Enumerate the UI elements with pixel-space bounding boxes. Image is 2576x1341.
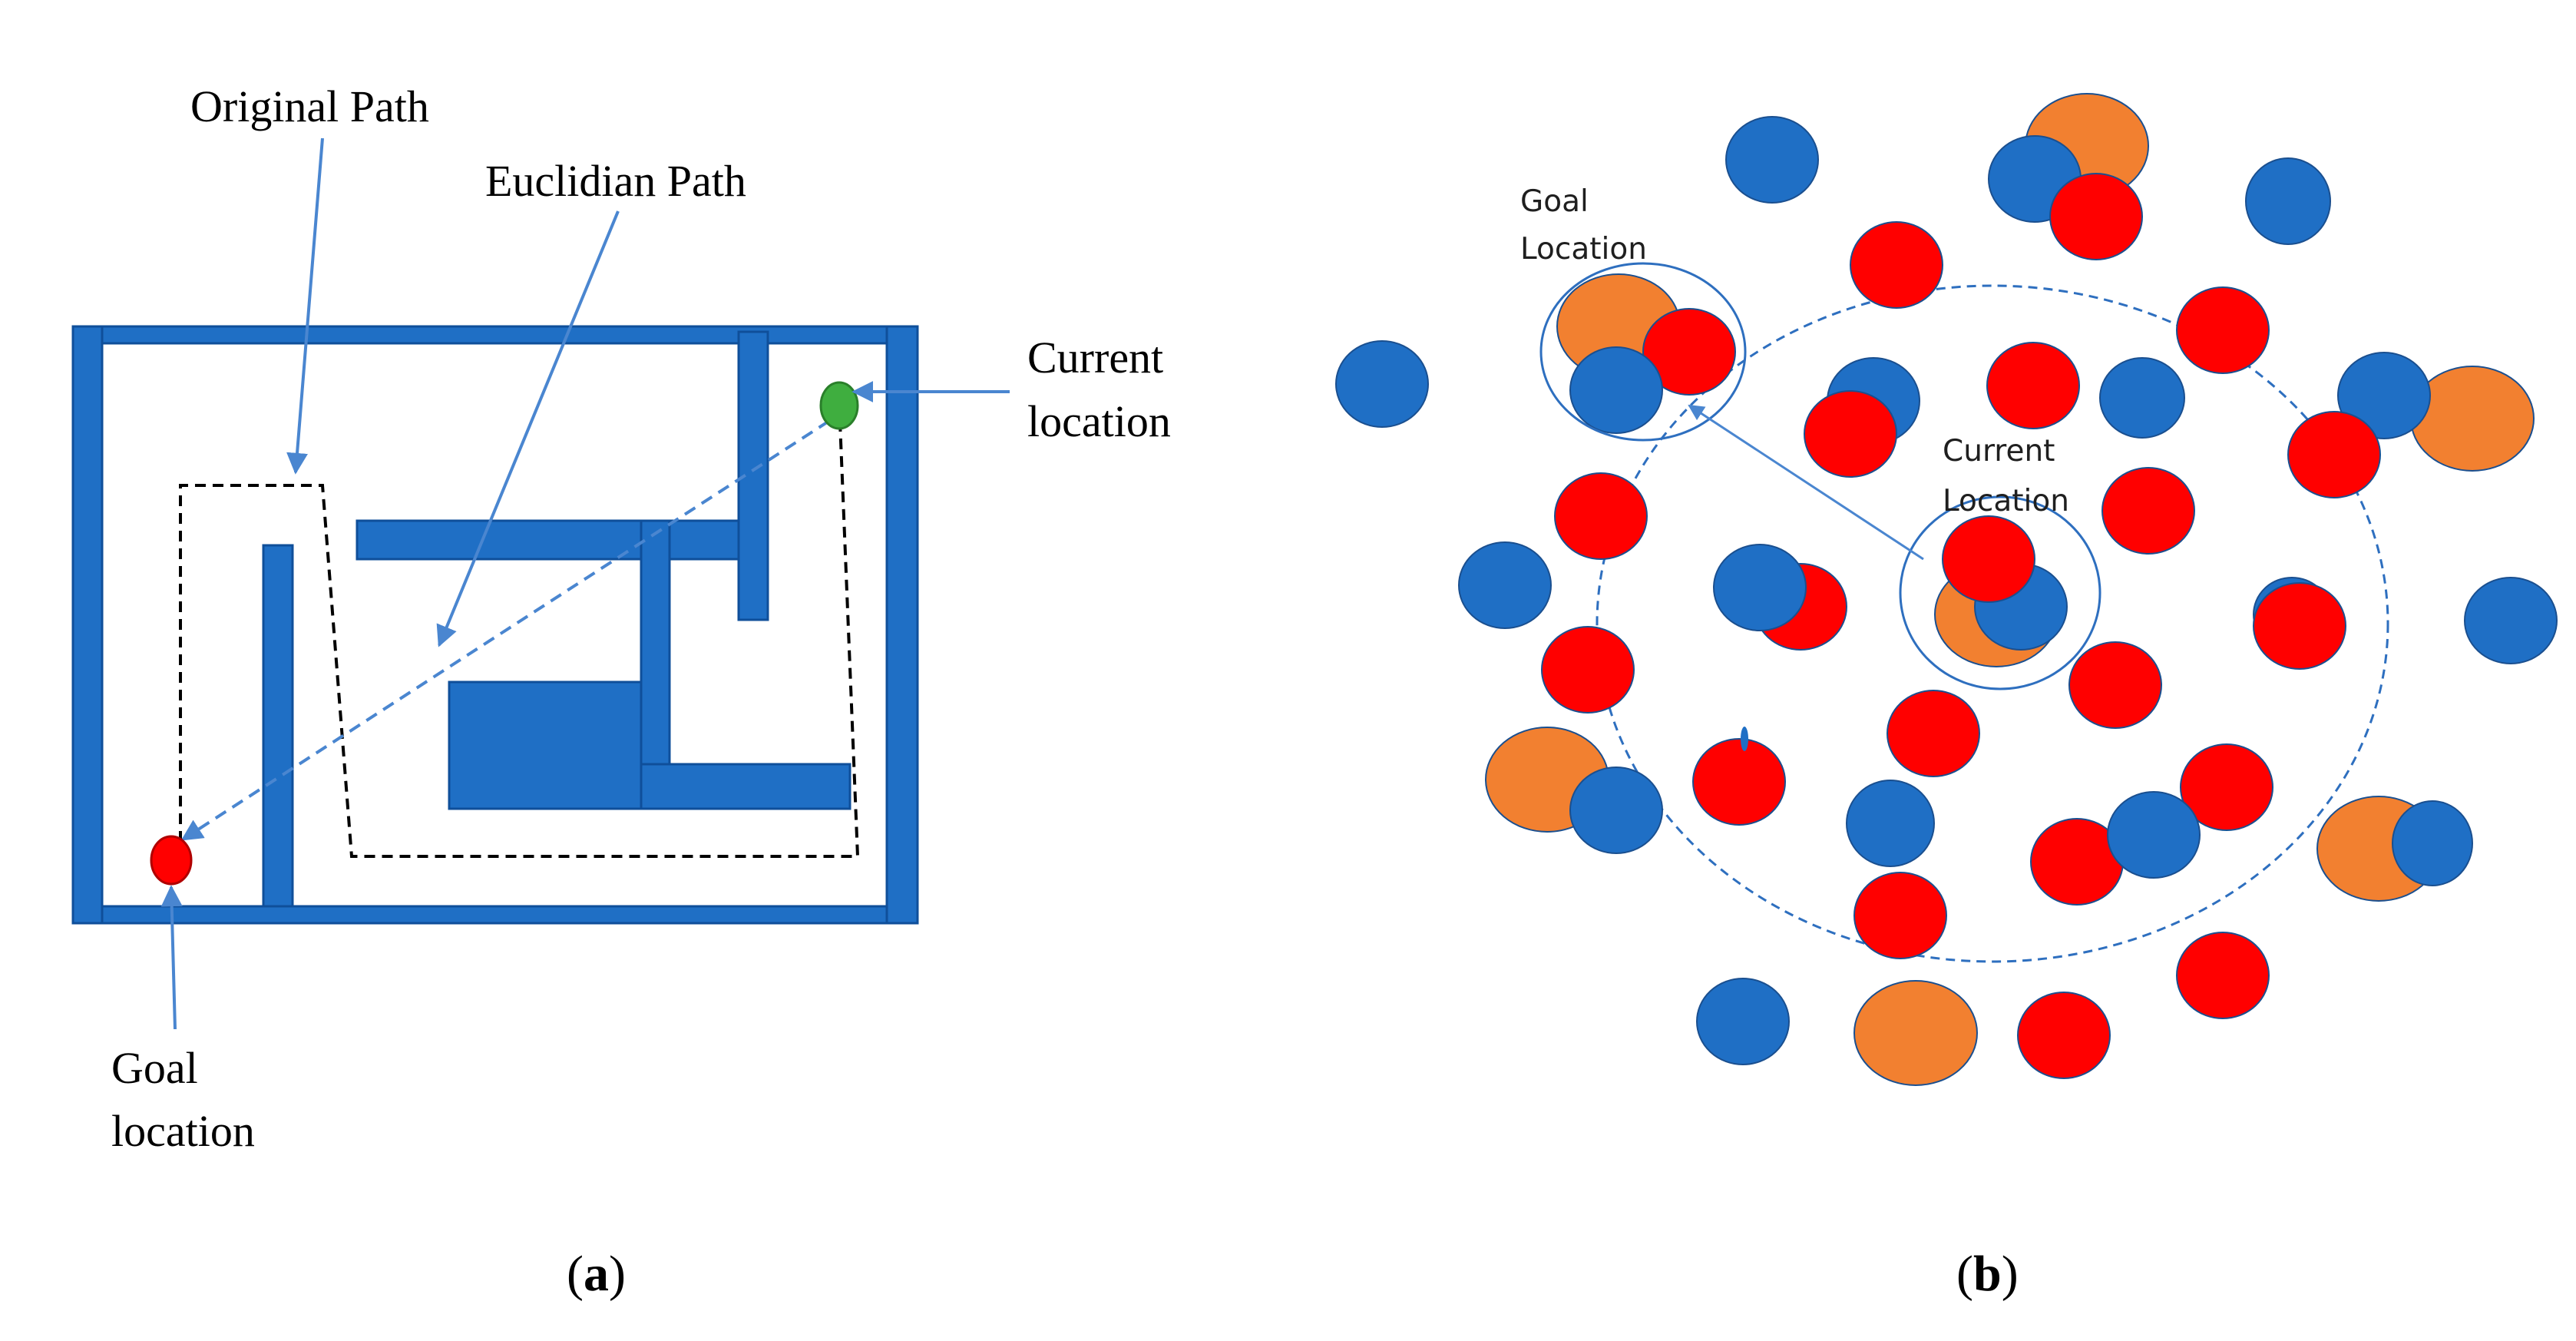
agent-red <box>2049 173 2143 260</box>
goal-location-ring <box>1539 262 1747 442</box>
agent-red <box>1642 308 1736 396</box>
agent-blue <box>1696 978 1790 1065</box>
caption-a-letter: a <box>584 1246 609 1302</box>
current-location-label-line1: Current <box>1943 434 2055 469</box>
agent-blue <box>2337 352 2431 439</box>
caption-b-close: ) <box>2002 1246 2019 1302</box>
original-path-label: Original Path <box>190 81 429 131</box>
agent-red <box>2176 286 2270 374</box>
agent-blue <box>1458 541 1552 629</box>
agent-red <box>1942 515 2035 603</box>
sensing-range-circle <box>1596 284 2389 963</box>
current-location-label-line2: location <box>1027 396 1171 446</box>
agent-red <box>2101 467 2195 555</box>
agent-red <box>2068 641 2162 729</box>
goal-location-label-line2: Location <box>1520 232 1647 267</box>
maze-wall-left <box>71 325 104 925</box>
agent-blue <box>2245 157 2331 245</box>
goal-location-label-line1: Goal <box>111 1043 198 1093</box>
agents <box>1335 93 2558 1086</box>
agent-red <box>1554 472 1648 560</box>
agent-red <box>1853 872 1947 959</box>
agent-marker <box>1741 727 1748 751</box>
agent-red <box>1887 690 1980 777</box>
agent-blue <box>2107 791 2201 879</box>
caption-b-letter: b <box>1973 1246 2002 1302</box>
maze-walls <box>71 325 919 925</box>
agent-blue <box>1335 340 1429 428</box>
agent-red <box>1850 221 1943 309</box>
agent-orange <box>1853 980 1978 1086</box>
agent-orange <box>2410 366 2535 472</box>
agent-blue <box>2099 357 2185 439</box>
agent-blue <box>1569 767 1663 854</box>
current-location-label-line2: Location <box>1943 484 2069 518</box>
original-path <box>179 402 860 858</box>
maze-wall-inner-horizontal-top <box>355 519 769 561</box>
panel-b: Goal Location Current Location <box>1335 93 2558 1086</box>
goal-location-callout-arrow <box>160 885 183 1030</box>
current-location-dot <box>819 381 859 430</box>
euclidian-path-label: Euclidian Path <box>485 156 746 206</box>
euclidian-path-callout-arrow <box>436 210 620 647</box>
caption-a-close: ) <box>609 1246 626 1302</box>
agent-red <box>2253 582 2346 670</box>
agent-blue <box>1846 780 1935 867</box>
agent-blue <box>1725 116 1819 204</box>
maze-wall-right <box>885 325 919 925</box>
caption-a-open: ( <box>567 1246 584 1302</box>
agent-red <box>1804 390 1897 478</box>
current-location-label-line1: Current <box>1027 333 1163 382</box>
euclidian-path-arrow <box>180 419 831 841</box>
panel-a: Original Path Euclidian Path Current loc… <box>71 81 1171 1156</box>
agent-red <box>2287 411 2381 498</box>
current-location-ring <box>1899 495 2101 690</box>
goal-location-label-line2: location <box>111 1106 255 1156</box>
maze-wall-bottom <box>71 905 919 925</box>
agent-blue <box>2392 800 2473 886</box>
original-path-callout-arrow <box>286 137 324 475</box>
maze-wall-inner-vertical-left <box>262 544 294 908</box>
maze-wall-top <box>71 325 919 345</box>
maze-wall-inner-horizontal-bottom <box>640 763 852 810</box>
caption-b-open: ( <box>1956 1246 1973 1302</box>
agent-red <box>2180 743 2273 831</box>
goal-location-label-line1: Goal <box>1520 184 1589 219</box>
agent-red <box>1692 738 1786 826</box>
agent-red <box>2017 992 2111 1079</box>
agent-red <box>1986 342 2080 429</box>
agent-red <box>2176 932 2270 1019</box>
caption-b: (b) <box>1956 1246 2019 1302</box>
agent-blue <box>1569 346 1663 434</box>
maze-block <box>448 680 643 810</box>
agent-blue <box>1713 544 1807 631</box>
current-to-goal-arrow <box>1688 404 1924 561</box>
agent-blue <box>2464 577 2558 664</box>
caption-a: (a) <box>567 1246 626 1302</box>
agent-red <box>1541 626 1635 714</box>
goal-location-dot <box>150 835 193 886</box>
